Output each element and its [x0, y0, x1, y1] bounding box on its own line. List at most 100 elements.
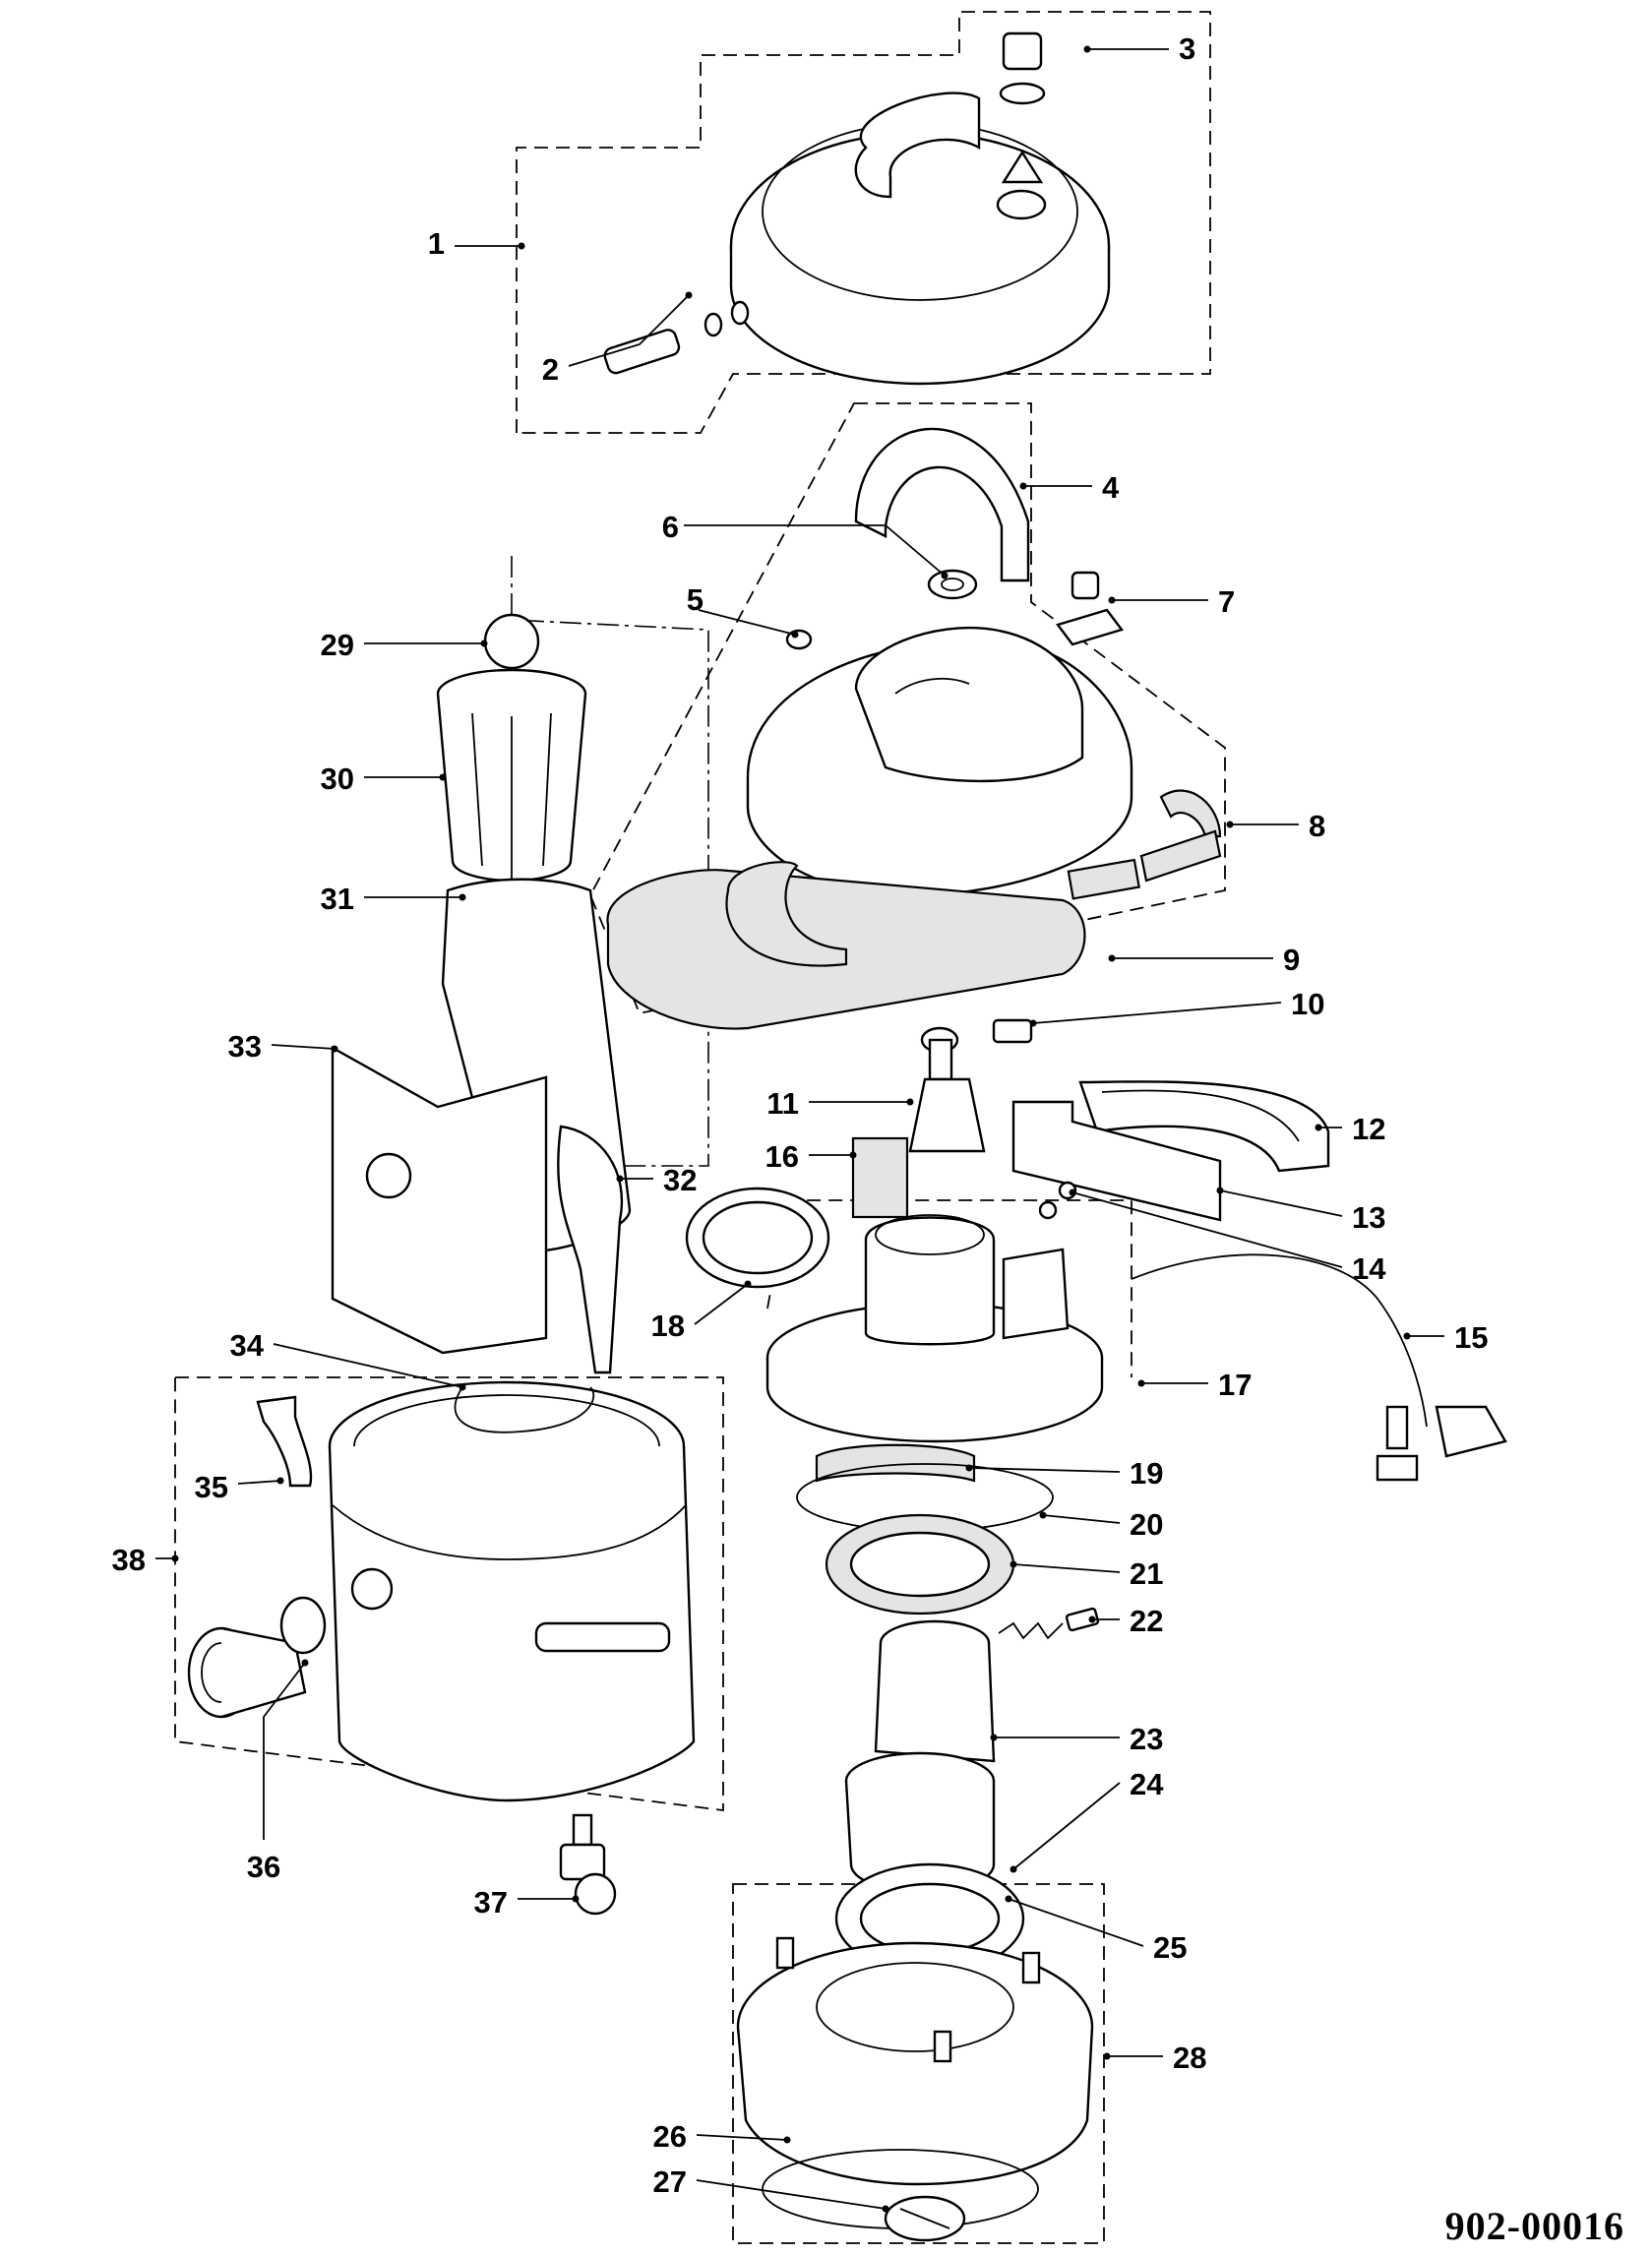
leader-dot-21	[1010, 1560, 1017, 1568]
part-base-filter	[884, 2195, 966, 2242]
leader-dot-31	[459, 893, 466, 901]
callout-7: 7	[1218, 584, 1235, 619]
part-foam-block	[851, 1136, 909, 1219]
leader-dot-22	[1088, 1615, 1096, 1623]
callout-1: 1	[428, 226, 445, 261]
group-outline-filter	[511, 556, 709, 1167]
leader-dot-26	[783, 2136, 791, 2144]
part-power-cord	[1131, 1253, 1507, 1482]
part-bag-bottom	[557, 1125, 624, 1374]
part-seal-ring	[685, 1187, 830, 1289]
part-tank	[328, 1380, 696, 1802]
leader-dot-25	[1005, 1895, 1012, 1903]
leader-dot-11	[906, 1098, 914, 1106]
callout-labels: 1234567891011121314151617181920212223242…	[112, 31, 1489, 2199]
callout-3: 3	[1179, 31, 1195, 66]
callout-11: 11	[766, 1086, 799, 1121]
leader-dot-13	[1216, 1187, 1224, 1194]
callout-29: 29	[321, 628, 354, 662]
part-grommet	[927, 569, 978, 600]
leader-line-20	[1042, 1514, 1121, 1524]
leader-line-21	[1012, 1563, 1121, 1573]
leader-line-14	[1071, 1191, 1343, 1268]
callout-32: 32	[663, 1163, 697, 1197]
leader-dot-33	[331, 1045, 338, 1053]
leader-dot-6	[941, 572, 948, 579]
callout-28: 28	[1173, 2041, 1206, 2075]
group-outline-tank	[174, 1376, 724, 1812]
leader-line-6	[684, 524, 946, 577]
callout-16: 16	[765, 1139, 799, 1174]
callout-10: 10	[1291, 987, 1324, 1021]
leader-dot-7	[1108, 596, 1116, 604]
leader-line-26	[696, 2134, 788, 2141]
leader-dot-10	[1029, 1019, 1037, 1027]
part-filter-frame	[1011, 1100, 1222, 1222]
leader-dot-32	[616, 1175, 624, 1183]
leader-dot-18	[744, 1280, 752, 1288]
leader-line-34	[273, 1343, 463, 1388]
callout-27: 27	[653, 2164, 687, 2199]
callout-33: 33	[228, 1029, 262, 1064]
callout-20: 20	[1130, 1507, 1163, 1542]
leader-dot-15	[1403, 1332, 1411, 1340]
group-outline-lid	[516, 11, 1211, 434]
part-base	[736, 1936, 1094, 2186]
leader-dot-28	[1103, 2052, 1111, 2060]
part-gasket-pad	[606, 861, 1086, 1030]
callout-9: 9	[1283, 943, 1300, 977]
leader-line-33	[271, 1044, 336, 1050]
part-insulator	[992, 1018, 1033, 1044]
part-filter-ring	[825, 1513, 1015, 1615]
leader-dot-19	[965, 1464, 973, 1472]
callout-24: 24	[1130, 1767, 1164, 1801]
callout-26: 26	[653, 2119, 687, 2154]
callout-4: 4	[1102, 470, 1120, 505]
part-handle	[854, 427, 1030, 582]
callout-18: 18	[651, 1309, 685, 1343]
leader-dot-17	[1137, 1379, 1145, 1387]
part-valve-fitting	[603, 300, 750, 375]
leader-dot-27	[882, 2205, 889, 2213]
part-foam-ring	[815, 1443, 976, 1483]
part-motor	[844, 1619, 996, 1894]
leader-line-18	[694, 1283, 749, 1325]
part-caster	[559, 1813, 617, 1916]
leader-dot-30	[439, 773, 447, 781]
part-filter-arc	[1078, 1080, 1330, 1173]
leader-dot-5	[791, 631, 799, 639]
callout-6: 6	[662, 510, 679, 544]
leader-line-10	[1032, 1002, 1282, 1024]
part-paper-bag	[331, 1045, 548, 1355]
callout-19: 19	[1130, 1456, 1163, 1491]
callout-23: 23	[1130, 1722, 1163, 1756]
leader-line-36	[263, 1662, 306, 1840]
callout-15: 15	[1454, 1320, 1488, 1355]
leader-line-19	[968, 1467, 1121, 1473]
callout-5: 5	[687, 582, 704, 617]
leader-line-27	[696, 2179, 887, 2210]
leader-dot-1	[518, 242, 525, 250]
leader-dot-3	[1083, 45, 1091, 53]
callout-12: 12	[1352, 1112, 1385, 1146]
leader-line-24	[1012, 1782, 1121, 1870]
callout-14: 14	[1352, 1251, 1386, 1286]
part-motor-housing	[765, 1214, 1104, 1443]
callout-8: 8	[1309, 809, 1325, 843]
leader-dot-14	[1069, 1188, 1076, 1196]
leader-dot-2	[685, 291, 693, 299]
leader-dot-20	[1039, 1511, 1047, 1519]
document-number: 902-00016	[1444, 2204, 1624, 2248]
part-clamp	[256, 1395, 313, 1488]
callout-37: 37	[474, 1885, 508, 1920]
callout-13: 13	[1352, 1200, 1385, 1235]
leader-line-13	[1219, 1189, 1343, 1217]
callout-31: 31	[321, 882, 354, 916]
leader-dot-16	[849, 1151, 857, 1159]
leader-line-25	[1008, 1898, 1144, 1947]
part-spring-bolt	[998, 1607, 1100, 1640]
part-lid-cap	[999, 31, 1046, 184]
callout-2: 2	[542, 352, 559, 387]
callout-30: 30	[321, 762, 354, 796]
